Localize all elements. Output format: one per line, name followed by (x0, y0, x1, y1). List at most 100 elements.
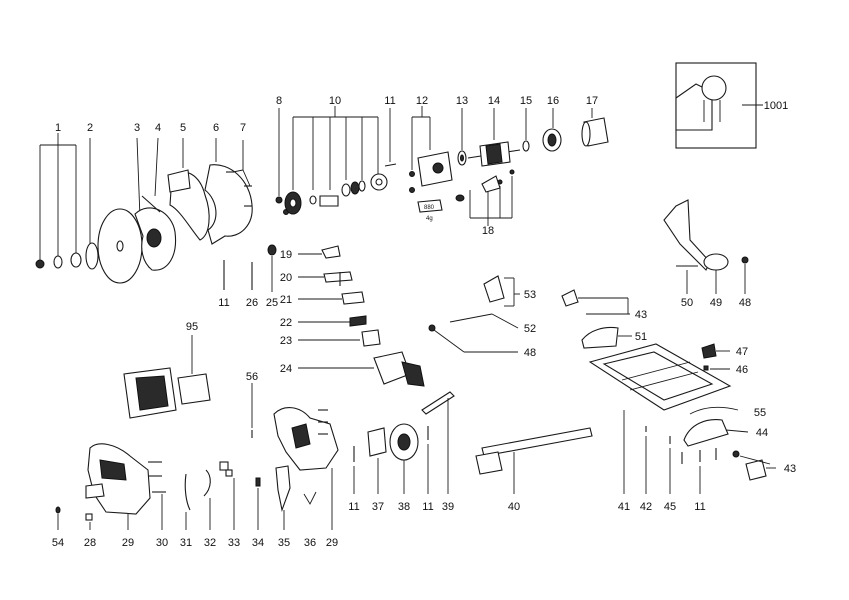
callout-56: 56 (246, 371, 258, 383)
part-23-label (298, 329, 381, 347)
callout-6: 6 (213, 122, 219, 134)
callout-18: 18 (482, 225, 494, 237)
part-40-rip-fence (475, 427, 593, 494)
part-11-screw-top (384, 108, 397, 167)
callout-1001: 1001 (764, 100, 788, 112)
callout-8: 8 (276, 95, 282, 107)
callout-54: 54 (52, 537, 64, 549)
callout-47: 47 (736, 346, 748, 358)
part-51-guide (581, 326, 632, 349)
part-21-lock-button (298, 291, 365, 305)
grease-amount-mark: 880 (424, 205, 435, 211)
part-43-knob-top (561, 289, 630, 315)
part-4-spring (141, 137, 161, 213)
callout-11-housing: 11 (348, 501, 359, 513)
part-20-switch-link (298, 271, 353, 286)
part-50-bolt (676, 265, 698, 294)
part-29-housing-left (85, 443, 151, 530)
callout-2: 2 (87, 122, 93, 134)
part-2-washer (85, 138, 99, 270)
part-34-pin (255, 477, 261, 530)
callout-3: 3 (134, 122, 140, 134)
callout-50: 50 (681, 297, 693, 309)
callout-44: 44 (756, 427, 768, 439)
part-13-bearing (457, 108, 467, 166)
part-6-blade-guard (204, 138, 253, 245)
part-49-bevel-lever (663, 199, 729, 294)
callout-15: 15 (520, 95, 532, 107)
part-38-motor-cover (389, 423, 419, 494)
part-1-blade-fasteners (35, 133, 82, 269)
detail-inset-1001 (675, 62, 763, 149)
callout-95: 95 (186, 321, 198, 333)
callout-55: 55 (754, 407, 766, 419)
part-48-nut-top (741, 256, 749, 294)
part-29-housing-right (273, 407, 339, 530)
callout-4: 4 (155, 122, 161, 134)
part-10-gear-set (284, 106, 388, 215)
callout-51: 51 (635, 331, 647, 343)
part-11-screws-right (681, 448, 717, 494)
callout-43-bottom: 43 (784, 463, 796, 475)
callout-19: 19 (280, 249, 292, 261)
callout-53: 53 (524, 289, 536, 301)
part-17-sleeve (581, 108, 609, 147)
callout-46: 46 (736, 364, 748, 376)
part-33-contact (219, 461, 235, 530)
callout-36: 36 (304, 537, 316, 549)
part-5-upper-guard (167, 138, 210, 241)
part-7-screws (226, 140, 252, 207)
callout-24: 24 (280, 363, 292, 375)
part-19-clip (298, 245, 341, 259)
callout-11-mid: 11 (422, 501, 433, 513)
callout-11-top: 11 (384, 95, 395, 107)
part-22-spring (298, 315, 367, 327)
part-41-base-plate (588, 343, 732, 494)
callout-21: 21 (280, 294, 292, 306)
part-12-gear-housing: 880 4g (409, 106, 453, 222)
part-54-pin (55, 506, 61, 530)
part-31-wire (184, 473, 191, 530)
part-18-brush-parts (455, 169, 515, 226)
callout-17: 17 (586, 95, 598, 107)
part-39-hex-key (421, 391, 455, 494)
callout-13: 13 (456, 95, 468, 107)
callout-39: 39 (442, 501, 454, 513)
callout-32: 32 (204, 537, 216, 549)
callout-49: 49 (710, 297, 722, 309)
part-52-rod (449, 313, 519, 329)
part-25-bushing (267, 244, 277, 292)
callout-29-right: 29 (326, 537, 338, 549)
callout-33: 33 (228, 537, 240, 549)
part-48-nut-mid (428, 324, 518, 353)
part-32-wire (203, 469, 211, 530)
callout-28: 28 (84, 537, 96, 549)
part-46-nut (703, 365, 730, 371)
callout-30: 30 (156, 537, 168, 549)
callout-48-mid: 48 (524, 347, 536, 359)
callout-31: 31 (180, 537, 192, 549)
callout-20: 20 (280, 272, 292, 284)
part-28-nut (85, 513, 93, 530)
part-37-brush-cap (367, 427, 387, 494)
part-55-spring (689, 406, 739, 415)
callout-22: 22 (280, 317, 292, 329)
callout-37: 37 (372, 501, 384, 513)
callout-26: 26 (246, 297, 258, 309)
callout-48-top: 48 (739, 297, 751, 309)
part-30-screws (148, 461, 166, 530)
part-35-trigger (275, 465, 291, 530)
part-24-switch (298, 351, 425, 387)
callout-11-right: 11 (694, 501, 705, 513)
callout-14: 14 (488, 95, 500, 107)
part-14-rotor (467, 108, 521, 167)
callout-5: 5 (180, 122, 186, 134)
part-47-knob (701, 343, 730, 359)
callout-41: 41 (618, 501, 630, 513)
part-95-battery (123, 335, 211, 419)
callout-23: 23 (280, 335, 292, 347)
housing-screws (318, 409, 328, 435)
callout-42: 42 (640, 501, 652, 513)
part-15-small-bearing (522, 108, 530, 152)
